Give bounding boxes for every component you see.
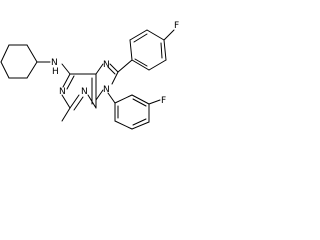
amine-linker: N H xyxy=(36,58,71,77)
bond xyxy=(61,94,71,109)
fluorine-top-label: F xyxy=(174,21,179,31)
bond xyxy=(131,121,150,130)
bond xyxy=(107,92,116,104)
ring-nitrogen-n9-label: N xyxy=(103,85,110,95)
bond xyxy=(148,59,167,71)
bond xyxy=(132,98,147,107)
bond xyxy=(131,59,150,71)
bond xyxy=(129,29,148,41)
bond xyxy=(95,63,104,75)
bond xyxy=(62,73,71,88)
bond xyxy=(111,71,119,85)
amine-hydrogen-label: H xyxy=(52,67,59,77)
bond xyxy=(146,29,165,41)
bond xyxy=(107,66,116,75)
cyclohexyl-ring xyxy=(0,44,38,79)
bond xyxy=(114,94,133,104)
amine-nitrogen-label: N xyxy=(51,58,58,68)
bond xyxy=(160,42,163,59)
bond xyxy=(0,61,10,79)
bond xyxy=(117,59,133,73)
bond xyxy=(26,44,38,63)
bond xyxy=(109,63,119,73)
imidazole-ring: N N xyxy=(95,60,119,101)
bond xyxy=(66,75,75,90)
bond xyxy=(163,29,175,41)
bond xyxy=(129,39,133,61)
bond xyxy=(69,94,80,109)
fluorophenyl-ring-upper: F xyxy=(117,21,179,73)
ring-nitrogen-n7-label: N xyxy=(103,60,110,70)
pyrimidine-ring: N N xyxy=(59,73,97,122)
ring-nitrogen-n1-label: N xyxy=(59,87,66,97)
bond xyxy=(133,33,148,43)
bond xyxy=(134,58,148,67)
bond xyxy=(95,89,104,101)
bond xyxy=(148,99,161,105)
bond xyxy=(0,44,10,63)
ring-nitrogen-n3-label: N xyxy=(81,87,88,97)
bond xyxy=(114,120,133,130)
chemical-structure-diagram: N H N N N N xyxy=(0,21,179,130)
methyl-bond xyxy=(61,107,71,122)
bond xyxy=(163,39,167,61)
bond xyxy=(26,61,38,79)
bond xyxy=(61,63,71,75)
fluorophenyl-ring-lower: F xyxy=(107,92,166,130)
bond xyxy=(132,118,147,126)
fluorine-bottom-label: F xyxy=(161,96,166,106)
bond xyxy=(131,94,150,105)
bond xyxy=(73,96,84,111)
